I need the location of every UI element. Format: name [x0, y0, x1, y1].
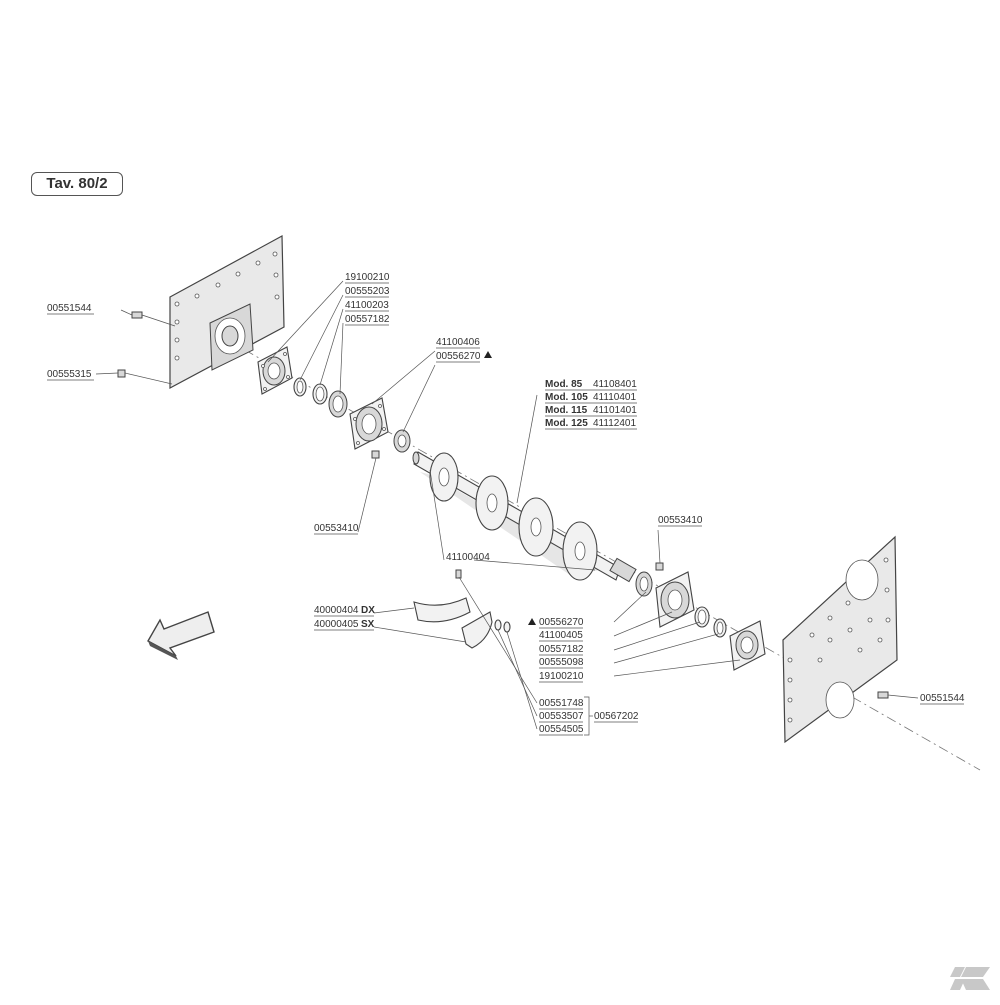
- triangle-icon: [528, 618, 536, 625]
- blade-left-side: SX: [361, 619, 375, 630]
- label-top-flange-nut: 00553410: [314, 523, 359, 535]
- rotor-disc-4: [562, 521, 598, 581]
- label-left-plate-screw: 00551544: [47, 303, 94, 315]
- right-side-plate: [782, 535, 898, 744]
- right-plate-screw-code: 00551544: [920, 693, 965, 704]
- rotor-code-1: 41108401: [593, 379, 637, 390]
- left-group-code-2: 00555203: [345, 286, 390, 297]
- brand-k-logo: [950, 967, 990, 990]
- blade-kit-code-1: 00551748: [539, 698, 584, 709]
- blade-kit-assembly-code: 00567202: [594, 711, 639, 722]
- right-nut: [655, 562, 664, 571]
- label-rotor-models: Mod. 85 41108401 Mod. 105 41110401 Mod. …: [545, 379, 637, 430]
- left-plate-nut-code: 00555315: [47, 369, 92, 380]
- right-group-code-2: 41100405: [539, 630, 583, 641]
- right-plate-screw: [877, 691, 889, 699]
- table-number: 80/2: [78, 175, 108, 192]
- blade-right-code: 40000404: [314, 605, 359, 616]
- top-flange-code-2: 00556270: [436, 351, 481, 362]
- rotor-disc-1: [429, 452, 459, 502]
- label-right-nut: 00553410: [658, 515, 703, 527]
- rotor-disc-2: [475, 475, 509, 531]
- label-right-group: 00556270 41100405 00557182 00555098 1910…: [528, 617, 584, 683]
- top-flange-nut: [371, 450, 380, 459]
- left-plate-nut: [117, 369, 173, 385]
- direction-arrow-icon: [147, 611, 215, 660]
- rotor-model-2: Mod. 105: [545, 392, 588, 403]
- blade-kit-parts: [455, 569, 511, 633]
- left-side-plate: [169, 235, 285, 390]
- rotor-part-code: 41100404: [446, 552, 490, 563]
- rotor-code-3: 41101401: [593, 405, 637, 416]
- rotor-shadow: [420, 472, 600, 575]
- right-bearing: [635, 571, 653, 597]
- right-bearing-housing: [655, 571, 695, 628]
- blade-kit-bracket: [584, 696, 590, 736]
- left-group-code-3: 41100203: [345, 300, 389, 311]
- blade-left: [461, 611, 493, 649]
- right-group-code-4: 00555098: [539, 657, 584, 668]
- right-flange: [729, 620, 766, 671]
- left-seal-ring: [312, 383, 328, 405]
- blade-left-code: 40000405: [314, 619, 359, 630]
- left-group-code-4: 00557182: [345, 314, 390, 325]
- left-bearing: [328, 390, 348, 418]
- label-top-flange-group: 41100406 00556270: [436, 337, 492, 363]
- rotor-model-1: Mod. 85: [545, 379, 583, 390]
- left-group-code-1: 19100210: [345, 272, 390, 283]
- rotor-code-2: 41110401: [593, 392, 636, 403]
- right-group-code-5: 19100210: [539, 671, 584, 682]
- rotor-code-4: 41112401: [593, 418, 636, 429]
- blade-right-side: DX: [361, 605, 375, 616]
- triangle-icon: [484, 351, 492, 358]
- label-blade-kit: 00551748 00553507 00554505 00567202: [539, 696, 639, 736]
- table-title-box: Tav. 80/2: [31, 172, 123, 196]
- label-right-plate-screw: 00551544: [920, 693, 965, 705]
- left-circlip: [293, 377, 307, 397]
- right-nut-code: 00553410: [658, 515, 703, 526]
- label-rotor-part: 41100404: [446, 552, 490, 563]
- top-flange-nut-code: 00553410: [314, 523, 359, 534]
- rotor-disc-3: [518, 497, 554, 557]
- blade-kit-code-2: 00553507: [539, 711, 584, 722]
- left-flange: [257, 346, 293, 395]
- blade-right: [413, 597, 471, 623]
- right-seal-ring: [694, 606, 710, 628]
- top-bearing: [393, 429, 411, 453]
- rotor-model-3: Mod. 115: [545, 405, 588, 416]
- label-left-group: 19100210 00555203 41100203 00557182: [345, 272, 390, 326]
- left-plate-screw: [131, 311, 176, 327]
- label-blades: 40000404 DX 40000405 SX: [314, 605, 375, 631]
- right-group-code-1: 00556270: [539, 617, 584, 628]
- label-left-plate-nut: 00555315: [47, 369, 94, 381]
- rotor-shaft: [412, 451, 637, 583]
- top-bearing-housing: [349, 397, 389, 450]
- top-flange-code-1: 41100406: [436, 337, 480, 348]
- left-plate-screw-code: 00551544: [47, 303, 92, 314]
- rotor-model-4: Mod. 125: [545, 418, 588, 429]
- leader-lines: [95, 280, 919, 730]
- right-circlip: [713, 618, 727, 638]
- right-group-code-3: 00557182: [539, 644, 584, 655]
- table-prefix: Tav.: [46, 175, 75, 192]
- blade-kit-code-3: 00554505: [539, 724, 584, 735]
